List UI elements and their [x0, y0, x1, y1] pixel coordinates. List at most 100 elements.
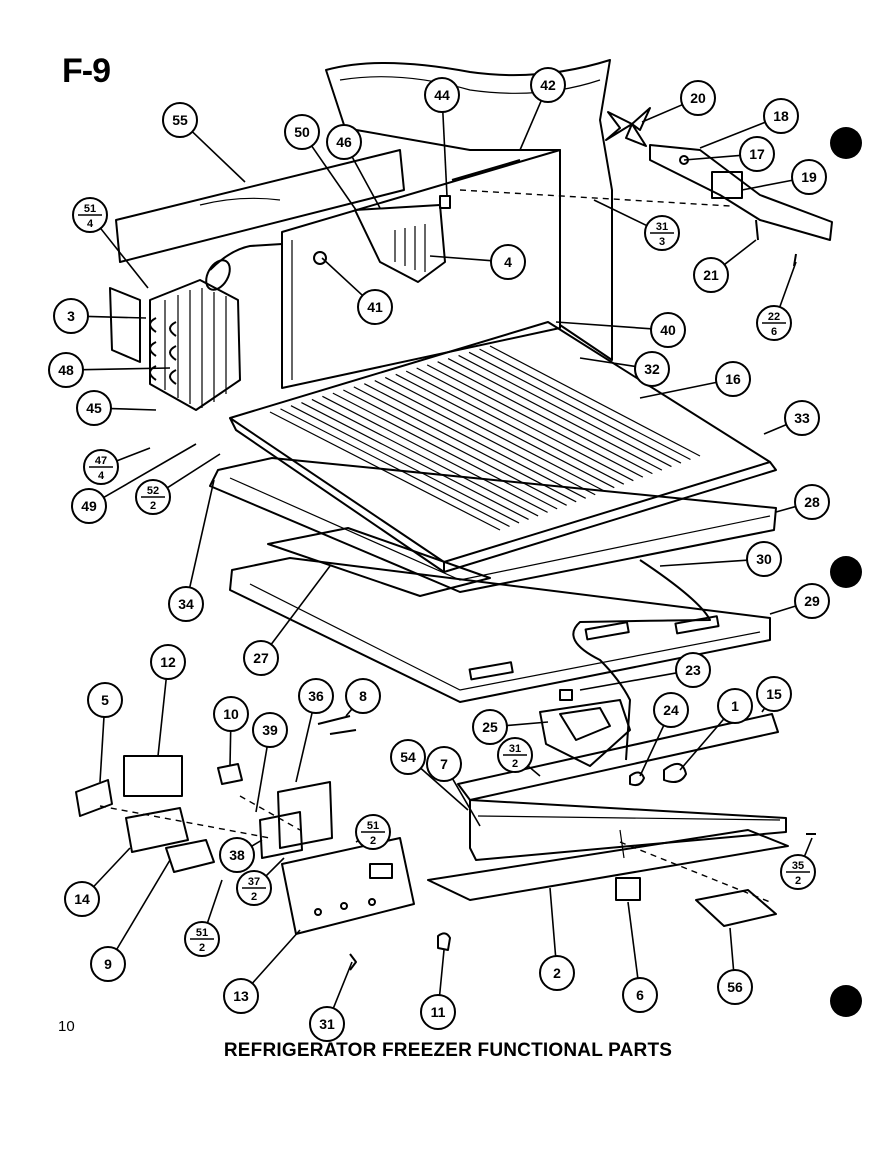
callout-denominator: 2 [251, 891, 257, 903]
callout-circle [76, 390, 112, 426]
callout-leader [265, 857, 285, 877]
callout-50: 50 [284, 114, 357, 211]
callout-number: 7 [440, 756, 448, 772]
callout-leader [679, 718, 725, 771]
callout-51_4: 514 [72, 197, 149, 289]
callout-49: 49 [71, 443, 197, 524]
callout-leader [519, 100, 543, 151]
callout-leader [593, 199, 648, 227]
callout-number: 24 [663, 702, 679, 718]
callout-number: 28 [804, 494, 820, 510]
condenser-coil [109, 149, 405, 411]
light-assembly [539, 689, 687, 787]
callout-circle [426, 746, 462, 782]
callout-41: 41 [321, 257, 393, 325]
callout-13: 13 [223, 929, 301, 1014]
callout-number: 38 [229, 847, 245, 863]
callout-circle [622, 977, 658, 1013]
callout-circle [219, 837, 255, 873]
callout-leader [579, 672, 677, 691]
callout-leader [99, 227, 149, 289]
callout-10: 10 [213, 696, 249, 767]
callout-numerator: 31 [509, 743, 521, 755]
callout-46: 46 [326, 124, 381, 209]
callout-leader [723, 239, 757, 266]
callout-number: 30 [756, 551, 772, 567]
callout-leader [763, 423, 787, 435]
callout-45: 45 [76, 390, 157, 426]
callout-number: 41 [367, 299, 383, 315]
callout-circle [763, 98, 799, 134]
cabinet-back-wall [281, 59, 613, 389]
callout-number: 21 [703, 267, 719, 283]
callout-leader [251, 839, 263, 847]
callout-leader [579, 357, 636, 368]
callout-52_2: 522 [135, 453, 221, 515]
callout-circle [490, 244, 526, 280]
callout-17: 17 [683, 136, 775, 172]
callout-28: 28 [775, 484, 830, 520]
callout-circle [168, 586, 204, 622]
callout-number: 10 [223, 706, 239, 722]
callout-circle [715, 361, 751, 397]
callout-leader [87, 315, 147, 319]
callout-circle [472, 709, 508, 745]
callout-denominator: 2 [199, 942, 205, 954]
callout-circle [357, 289, 393, 325]
callout-number: 20 [690, 90, 706, 106]
callout-9: 9 [90, 859, 171, 982]
callout-number: 54 [400, 749, 416, 765]
callout-leader [627, 901, 639, 979]
callout-circle [675, 652, 711, 688]
callout-circle [298, 678, 334, 714]
callout-numerator: 51 [84, 203, 96, 215]
grille-slot [384, 376, 606, 492]
grille-slot [479, 348, 691, 461]
callout-5: 5 [87, 682, 123, 783]
callout-leader [775, 505, 796, 513]
callout-15: 15 [756, 676, 792, 713]
callout-leader [82, 367, 171, 371]
callout-31_2: 312 [497, 737, 541, 777]
heater-cluster [313, 159, 521, 283]
callout-number: 31 [319, 1016, 335, 1032]
callout-leader [116, 447, 151, 462]
callout-number: 18 [773, 108, 789, 124]
callout-number: 15 [766, 686, 782, 702]
grille-slot [458, 354, 672, 468]
callout-denominator: 4 [98, 470, 105, 482]
callout-numerator: 22 [768, 311, 780, 323]
callout-number: 39 [262, 722, 278, 738]
callout-number: 3 [67, 308, 75, 324]
callout-1: 1 [679, 688, 753, 771]
callout-number: 25 [482, 719, 498, 735]
callout-3: 3 [53, 298, 147, 334]
callout-7: 7 [426, 746, 481, 827]
callout-number: 29 [804, 593, 820, 609]
callout-number: 50 [294, 124, 310, 140]
callout-20: 20 [641, 80, 716, 123]
callout-circle [243, 640, 279, 676]
grille-slot [311, 398, 539, 517]
grille-slot [416, 367, 634, 482]
callout-leader [251, 929, 301, 984]
callout-number: 4 [504, 254, 512, 270]
callout-numerator: 47 [95, 455, 107, 467]
callout-leader [229, 730, 232, 767]
callout-leader [506, 721, 549, 727]
callout-number: 34 [178, 596, 194, 612]
grille-slot [290, 405, 520, 524]
callout-leader [188, 479, 215, 588]
callout-number: 16 [725, 371, 741, 387]
callout-leader [451, 778, 481, 827]
callout-leader [442, 111, 448, 197]
callout-number: 9 [104, 956, 112, 972]
callout-21: 21 [693, 239, 757, 293]
callout-number: 56 [727, 979, 743, 995]
callout-38: 38 [219, 837, 263, 873]
callout-number: 46 [336, 134, 352, 150]
callout-circle [284, 114, 320, 150]
callout-leader [103, 443, 197, 499]
callout-24: 24 [639, 692, 689, 777]
callout-leader [157, 678, 167, 757]
